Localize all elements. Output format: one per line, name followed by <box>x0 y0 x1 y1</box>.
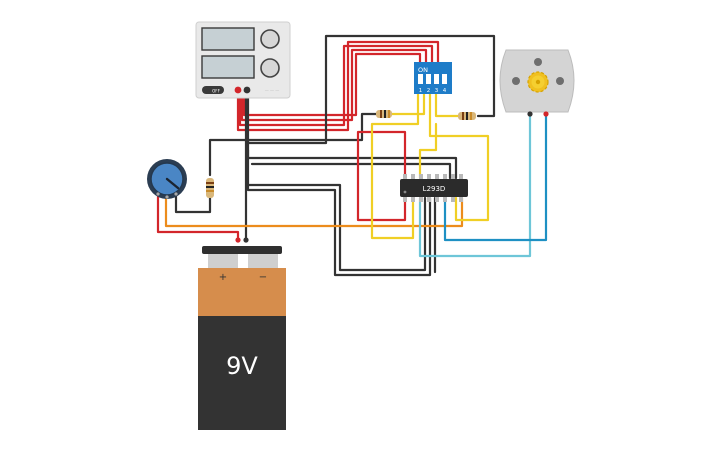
ic-label: L293D <box>423 185 446 193</box>
battery-voltage-label: 9V <box>226 352 258 380</box>
dip-toggle-4[interactable] <box>442 74 447 84</box>
black-wire[interactable] <box>246 138 458 180</box>
cyan-wire[interactable] <box>418 112 532 258</box>
dip-on-label: ON <box>418 66 428 74</box>
yellow-wire[interactable] <box>370 90 420 240</box>
dip-toggle-2[interactable] <box>426 74 431 84</box>
battery-9v[interactable]: + − 9V <box>198 237 286 430</box>
red-wire[interactable] <box>240 48 428 122</box>
gear-icon <box>527 71 549 93</box>
power-supply[interactable]: OFF — — — <box>195 21 291 99</box>
power-supply-brand: — — — <box>265 88 280 93</box>
voltage-display <box>201 27 255 51</box>
resistor[interactable] <box>458 112 476 120</box>
yellow-wire[interactable] <box>388 90 426 116</box>
yellow-wire[interactable] <box>428 90 490 222</box>
dip-number-2: 2 <box>427 88 431 94</box>
wires <box>156 34 548 277</box>
l293d-chip[interactable]: L293D <box>400 174 468 202</box>
black-wire[interactable] <box>174 194 212 214</box>
dip-number-4: 4 <box>443 88 447 94</box>
potentiometer-pointer <box>165 177 180 190</box>
potentiometer[interactable] <box>147 159 187 199</box>
positive-terminal[interactable] <box>234 86 242 94</box>
ic-top-pins <box>403 174 463 180</box>
motor-terminal[interactable] <box>527 111 533 117</box>
black-wire[interactable] <box>250 162 452 180</box>
ic-bottom-pins <box>403 196 463 202</box>
battery-plus: + <box>219 272 227 283</box>
current-display <box>201 55 255 79</box>
black-wire[interactable] <box>246 114 364 142</box>
battery-negative-terminal[interactable] <box>243 237 249 243</box>
black-wire[interactable] <box>476 78 496 118</box>
dip-toggle-3[interactable] <box>434 74 439 84</box>
motor-terminal[interactable] <box>543 111 549 117</box>
battery-minus: − <box>259 272 267 283</box>
black-wire[interactable] <box>338 193 427 272</box>
red-wire[interactable] <box>238 44 434 127</box>
current-knob[interactable] <box>260 58 280 78</box>
orange-wire[interactable] <box>164 194 464 228</box>
black-wire[interactable] <box>246 183 342 197</box>
red-wire[interactable] <box>356 130 407 222</box>
dc-motor[interactable] <box>499 49 575 117</box>
power-button-label: OFF <box>212 89 220 94</box>
black-wire[interactable] <box>360 112 378 118</box>
negative-terminal[interactable] <box>243 86 251 94</box>
dip-number-1: 1 <box>419 88 423 94</box>
resistor[interactable] <box>206 178 214 198</box>
red-wire[interactable] <box>156 190 240 242</box>
red-wire[interactable] <box>242 52 422 117</box>
voltage-knob[interactable] <box>260 29 280 49</box>
resistor[interactable] <box>376 110 392 118</box>
black-wire[interactable] <box>246 148 432 277</box>
red-wire[interactable] <box>236 40 440 132</box>
black-wire[interactable] <box>208 138 250 177</box>
yellow-wire[interactable] <box>434 90 460 118</box>
dip-number-3: 3 <box>435 88 439 94</box>
black-wire[interactable] <box>246 34 496 145</box>
yellow-wire[interactable] <box>418 122 438 180</box>
dip-switch[interactable]: ON 1 2 3 4 <box>414 62 452 94</box>
blue-wire[interactable] <box>443 112 548 242</box>
battery-positive-terminal[interactable] <box>235 237 241 243</box>
power-button[interactable] <box>202 86 224 94</box>
dip-toggle-1[interactable] <box>418 74 423 84</box>
